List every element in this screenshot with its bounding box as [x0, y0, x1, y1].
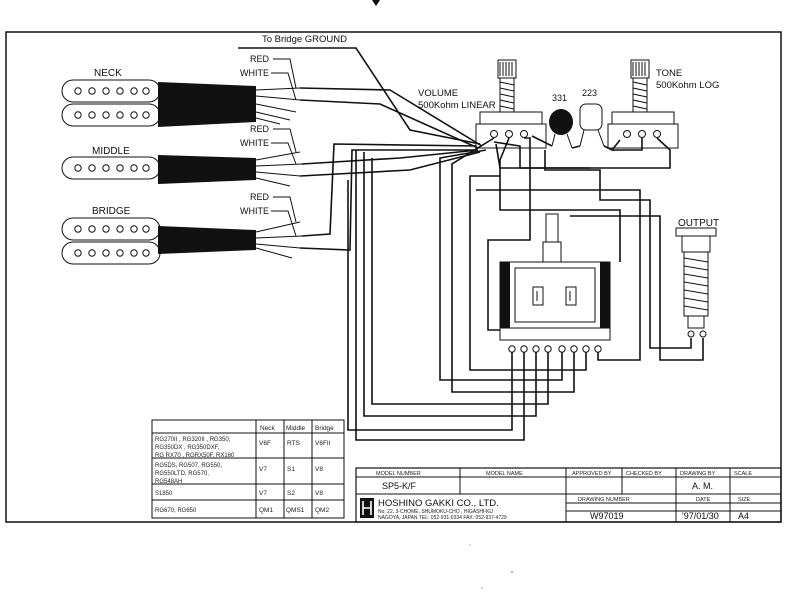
- tone-pot: [607, 59, 679, 149]
- tone-title: TONE: [656, 68, 682, 79]
- pickup-table-header-bridge: Bridge: [315, 425, 334, 432]
- red-white-leaders: [271, 58, 297, 237]
- output-label: OUTPUT: [678, 218, 719, 229]
- title-drawing-by: A. M.: [692, 481, 713, 491]
- title-h-drawing-by: DRAWING BY: [680, 471, 716, 477]
- title-h-model-number: MODEL NUMBER: [376, 471, 421, 477]
- title-h-checked: CHECKED BY: [626, 471, 662, 477]
- table-row-3-bridge: V8: [315, 490, 323, 497]
- capacitor-331-label: 331: [552, 93, 567, 103]
- capacitor-223-label: 223: [582, 88, 597, 98]
- bridge-white-label: WHITE: [240, 206, 269, 216]
- title-company: HOSHINO GAKKI CO., LTD.: [378, 498, 499, 509]
- title-block: [355, 467, 782, 523]
- pickup-table: [151, 419, 345, 519]
- table-row-1-model-2: RG350DX , RG350DXF,: [155, 445, 220, 451]
- title-address-2: NAGOYA, JAPAN TEL: 052-931-0334 FAX: 052…: [378, 515, 507, 521]
- bridge-pickup: [61, 217, 161, 265]
- bridge-ground-label: To Bridge GROUND: [262, 34, 347, 45]
- volume-spec: 500Kohm LINEAR: [418, 100, 496, 111]
- scan-specks: [469, 544, 513, 589]
- pickup-table-header-neck: Neck: [260, 425, 276, 432]
- table-row-1-middle: RTS: [287, 440, 301, 447]
- table-row-1-bridge: V6FII: [315, 440, 331, 447]
- neck-white-label: WHITE: [240, 68, 269, 78]
- bridge-cable: [158, 221, 303, 259]
- table-row-2-bridge: V8: [315, 466, 323, 473]
- table-row-1-model-1: RG270II , RG320II , RG350,: [155, 437, 231, 443]
- pickup-table-header-middle: Middle: [286, 425, 306, 432]
- title-h-date: DATE: [696, 497, 711, 503]
- neck-pickup: [61, 79, 161, 127]
- neck-cable: [158, 82, 301, 127]
- middle-pickup: [61, 156, 161, 180]
- table-row-2-model-3: RG548AH: [155, 479, 182, 485]
- title-h-scale: SCALE: [734, 471, 752, 477]
- output-jack: [675, 227, 717, 338]
- table-row-3-middle: S2: [287, 490, 295, 497]
- capacitor-331: [549, 109, 573, 149]
- table-row-3-model-1: S1850: [155, 491, 173, 497]
- middle-cable: [158, 151, 303, 187]
- tone-spec: 500Kohm LOG: [656, 80, 719, 91]
- top-star-mark: [372, 0, 380, 6]
- table-row-2-model-1: RG5DS, RG507, RG550,: [155, 463, 222, 469]
- table-row-4-middle: QMS1: [286, 507, 305, 514]
- title-h-size: SIZE: [738, 497, 751, 503]
- table-row-2-model-2: RG550LTD, RG570,: [155, 471, 209, 477]
- table-row-3-neck: V7: [259, 490, 267, 497]
- middle-label: MIDDLE: [92, 146, 130, 157]
- circuit-wires: [238, 47, 704, 441]
- title-h-drawing-number: DRAWING NUMBER: [578, 497, 630, 503]
- table-row-4-model-1: RG670, RG650: [155, 508, 197, 514]
- title-size: A4: [738, 511, 749, 521]
- middle-white-label: WHITE: [240, 138, 269, 148]
- title-h-approved: APPROVED BY: [572, 471, 612, 477]
- bridge-red-label: RED: [250, 192, 270, 202]
- table-row-2-middle: S1: [287, 466, 295, 473]
- title-model-number: SP5-K/F: [382, 481, 417, 491]
- bridge-label: BRIDGE: [92, 206, 131, 217]
- table-row-4-bridge: QM2: [315, 507, 329, 514]
- table-row-1-model-3: RG RX70 , RGRX50F, RX160: [155, 453, 235, 459]
- neck-red-label: RED: [250, 54, 270, 64]
- title-date: '97/01/30: [682, 511, 719, 521]
- table-row-4-neck: QM1: [259, 507, 273, 514]
- table-row-2-neck: V7: [259, 466, 267, 473]
- middle-red-label: RED: [250, 124, 270, 134]
- neck-label: NECK: [94, 68, 122, 79]
- table-row-1-neck: V6F: [259, 440, 271, 447]
- title-address-1: No. 22, 3-CHOME, SHUMOKU-CHO , HIGASHI-K…: [378, 509, 493, 515]
- title-drawing-number: W97019: [590, 511, 624, 521]
- title-h-model-name: MODEL NAME: [486, 471, 523, 477]
- five-way-switch: [499, 213, 611, 353]
- capacitor-223: [579, 103, 605, 147]
- volume-title: VOLUME: [418, 88, 458, 99]
